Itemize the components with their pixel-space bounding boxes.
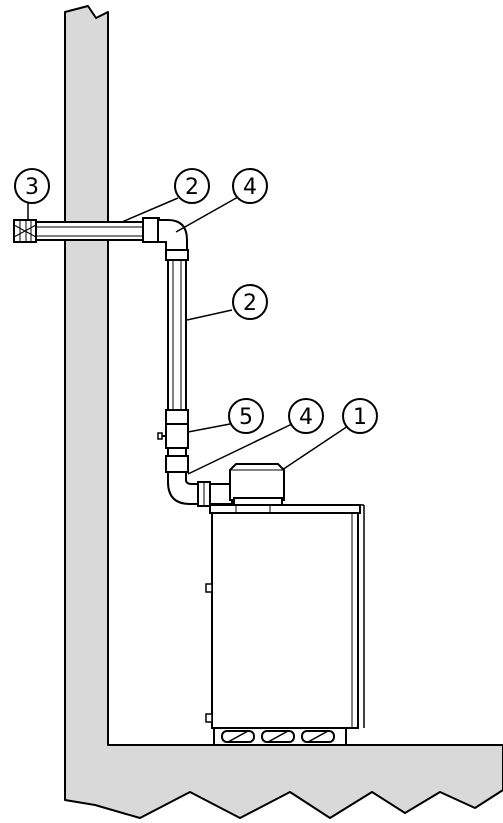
pipe-coupling <box>142 217 160 243</box>
callout-5: 5 <box>228 398 264 434</box>
callout-5-label: 5 <box>239 405 253 430</box>
callout-2-top: 2 <box>174 168 210 204</box>
callout-2-top-label: 2 <box>185 175 199 200</box>
flue-outlet-box <box>229 463 285 507</box>
callout-1: 1 <box>342 398 378 434</box>
flue-adapter <box>197 481 233 507</box>
elbow-collar-top <box>165 249 189 261</box>
vertical-flue-pipe <box>167 259 187 411</box>
callout-3: 3 <box>14 168 50 204</box>
flue-terminal <box>13 219 37 243</box>
elbow-collar-bottom <box>165 455 189 473</box>
top-elbow <box>157 219 188 253</box>
callout-4-top-label: 4 <box>243 175 257 200</box>
callout-2-mid: 2 <box>232 284 268 320</box>
callout-4-top: 4 <box>232 168 268 204</box>
lower-pipe-section <box>167 447 187 457</box>
callout-1-label: 1 <box>353 405 367 430</box>
horizontal-flue-pipe <box>34 221 148 241</box>
callout-2-mid-label: 2 <box>243 291 257 316</box>
callout-3-label: 3 <box>25 175 39 200</box>
callout-4-bottom: 4 <box>288 398 324 434</box>
boiler-body <box>205 504 365 729</box>
boiler-base <box>213 727 347 746</box>
leader-lines <box>27 196 349 475</box>
bottom-elbow <box>167 471 201 505</box>
inspection-section <box>157 409 189 449</box>
callout-4-bottom-label: 4 <box>299 405 313 430</box>
wall-and-floor <box>64 5 503 819</box>
